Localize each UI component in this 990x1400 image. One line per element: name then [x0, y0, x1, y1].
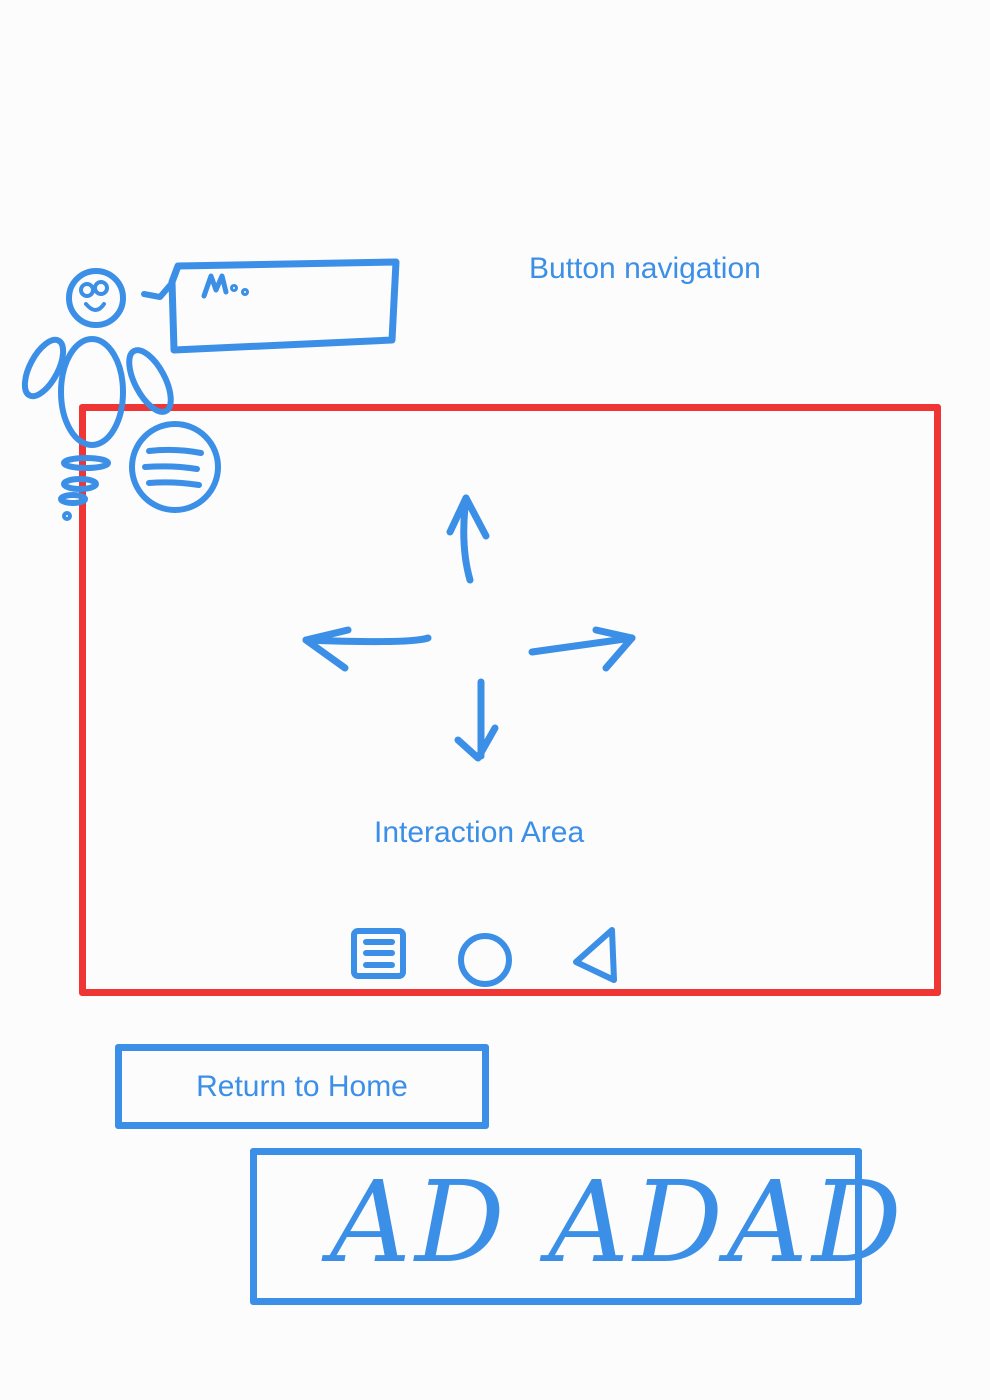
mascot-head	[66, 268, 126, 328]
home-circle-icon[interactable]	[455, 931, 515, 991]
arrow-up-icon	[446, 494, 490, 584]
recents-icon[interactable]	[350, 926, 410, 982]
arrow-right-icon	[528, 626, 636, 672]
arrow-down-icon	[454, 678, 499, 762]
interaction-area[interactable]	[79, 404, 941, 996]
return-home-button[interactable]: Return to Home	[115, 1044, 489, 1129]
menu-icon[interactable]	[128, 420, 224, 516]
ad-banner[interactable]	[250, 1148, 862, 1305]
back-triangle-icon[interactable]	[568, 924, 620, 986]
arrow-left-icon	[302, 626, 432, 672]
page-title: Button navigation	[529, 252, 761, 285]
dpad[interactable]	[300, 490, 640, 770]
interaction-area-label: Interaction Area	[374, 816, 585, 849]
ad-text: AD ADAD	[330, 1158, 906, 1288]
